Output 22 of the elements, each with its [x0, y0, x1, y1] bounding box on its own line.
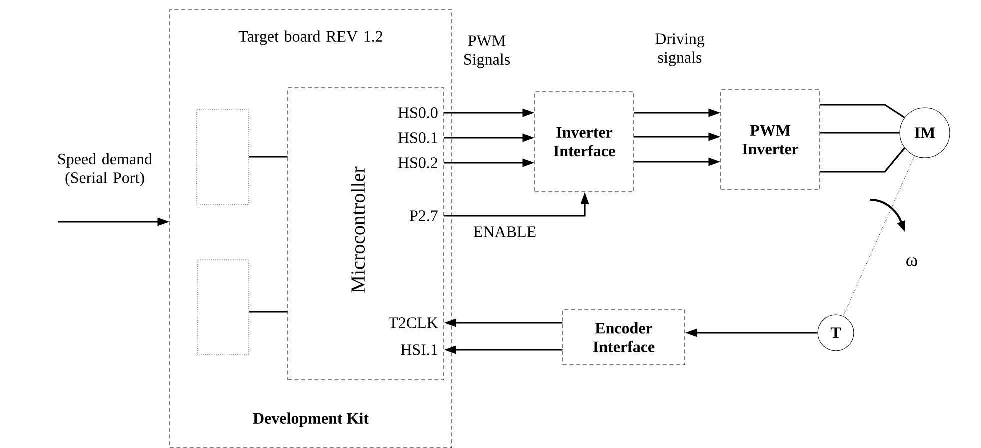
dotted-box — [196, 110, 250, 206]
pin-label: HSI.1 — [401, 344, 438, 356]
line — [249, 156, 288, 158]
interface-box: Encoder Interface — [562, 310, 686, 366]
dotted-line — [843, 156, 915, 317]
interface-box: Inverter Interface — [534, 92, 634, 192]
line — [820, 132, 900, 134]
pin-label: HS0.2 — [398, 158, 438, 168]
line — [249, 311, 288, 313]
pin-label: T2CLK — [388, 318, 438, 328]
pin-label: P2.7 — [410, 210, 438, 222]
line — [820, 104, 906, 118]
speed-symbol: ω — [906, 258, 918, 266]
edge-label: ENABLE — [474, 226, 536, 238]
pin-label: HS0.0 — [398, 108, 438, 118]
inverter-box: PWM Inverter — [720, 90, 820, 190]
edge-label: Driving signals — [656, 34, 705, 66]
pin-label: HS0.1 — [398, 132, 438, 144]
edge-label: PWM Signals — [464, 36, 510, 68]
dotted-box — [198, 260, 250, 356]
line — [820, 148, 906, 173]
edge-label: Speed demand (Serial Port) — [58, 153, 152, 187]
